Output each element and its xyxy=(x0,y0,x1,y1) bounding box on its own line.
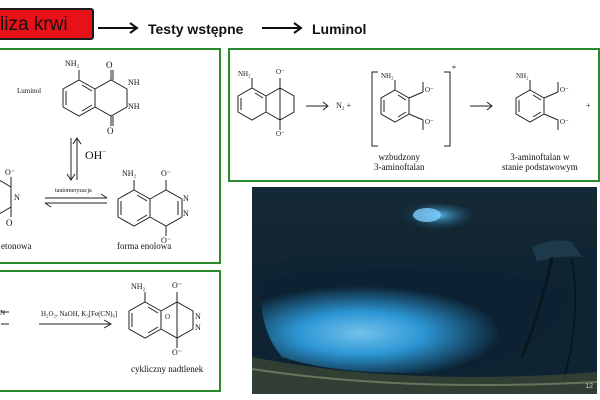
nh-label: NH xyxy=(128,78,140,87)
excited-state-mark: * xyxy=(452,64,456,73)
arrow-right-icon xyxy=(98,22,139,34)
oxide-label: O⁻ xyxy=(425,118,434,126)
cyclic-peroxide-label: cykliczny nadtlenek xyxy=(131,364,204,374)
arrow-right-icon xyxy=(262,22,303,34)
oxide-label: O⁻ xyxy=(276,68,285,76)
luminol-tautomer-panel: Luminol NH₂ O O NH NH OH− tautomeryzacja… xyxy=(0,48,221,264)
bathtub-glow-image xyxy=(252,187,597,394)
nh-label: NH xyxy=(128,102,140,111)
section-title-badge: liza krwi xyxy=(0,8,94,40)
page-number: 12 xyxy=(585,383,593,390)
oxide-label: O⁻ xyxy=(560,86,569,94)
luminol-bathtub-photo: 12 xyxy=(252,187,597,394)
nitrogen-label: N xyxy=(14,193,20,202)
oxide-label: O⁻ xyxy=(161,236,171,245)
nitrogen-label: N xyxy=(195,312,201,321)
cyclic-peroxide-structure xyxy=(1,292,194,348)
amino-group-label: NH₂ xyxy=(65,59,80,68)
oxide-label: O⁻ xyxy=(560,118,569,126)
amino-group-label: NH₂ xyxy=(516,72,529,80)
nitrogen-label: N xyxy=(183,209,189,218)
nitrogen-label: N xyxy=(195,323,201,332)
nitrogen-label: N xyxy=(183,194,189,203)
oxygen-label: O xyxy=(107,126,114,136)
oxide-label: O⁻ xyxy=(172,281,182,290)
nitrogen-gas-label: N₂ + xyxy=(336,101,352,110)
oxide-label: O⁻ xyxy=(276,130,285,138)
oxide-label: O⁻ xyxy=(425,86,434,94)
step-luminol: Luminol xyxy=(312,21,367,37)
enol-form-label: forma enolowa xyxy=(117,241,172,251)
oxygen-label: O xyxy=(165,313,171,321)
oxidation-panel: N H₂O₂, NaOH, K₃[Fe(CN)₆] NH₂ O⁻ N N O O… xyxy=(0,270,221,392)
keto-form-label: etonowa xyxy=(1,241,32,251)
oxide-label: O⁻ xyxy=(161,169,171,178)
amino-group-label: NH₂ xyxy=(131,282,146,291)
tautomer-label: tautomeryzacja xyxy=(55,188,92,194)
reagents-label: H₂O₂, NaOH, K₃[Fe(CN)₆] xyxy=(41,310,118,318)
plus-sign: + xyxy=(586,101,591,110)
amino-group-label: NH₂ xyxy=(238,70,251,78)
step-preliminary-tests: Testy wstępne xyxy=(148,21,244,37)
aminophthalate-reaction xyxy=(237,71,559,147)
nitrogen-label: N xyxy=(0,309,6,317)
oxide-label: O⁻ xyxy=(5,168,15,177)
section-title: liza krwi xyxy=(0,14,68,35)
oxygen-label: O xyxy=(106,60,113,70)
oxygen-label: O xyxy=(6,218,13,228)
luminol-label: Luminol xyxy=(17,87,42,95)
hydroxide-label: OH− xyxy=(85,148,107,162)
oxide-label: O⁻ xyxy=(172,348,182,357)
luminol-structure xyxy=(0,70,183,236)
amino-group-label: NH₂ xyxy=(122,169,137,178)
amino-group-label: NH₂ xyxy=(381,72,394,80)
